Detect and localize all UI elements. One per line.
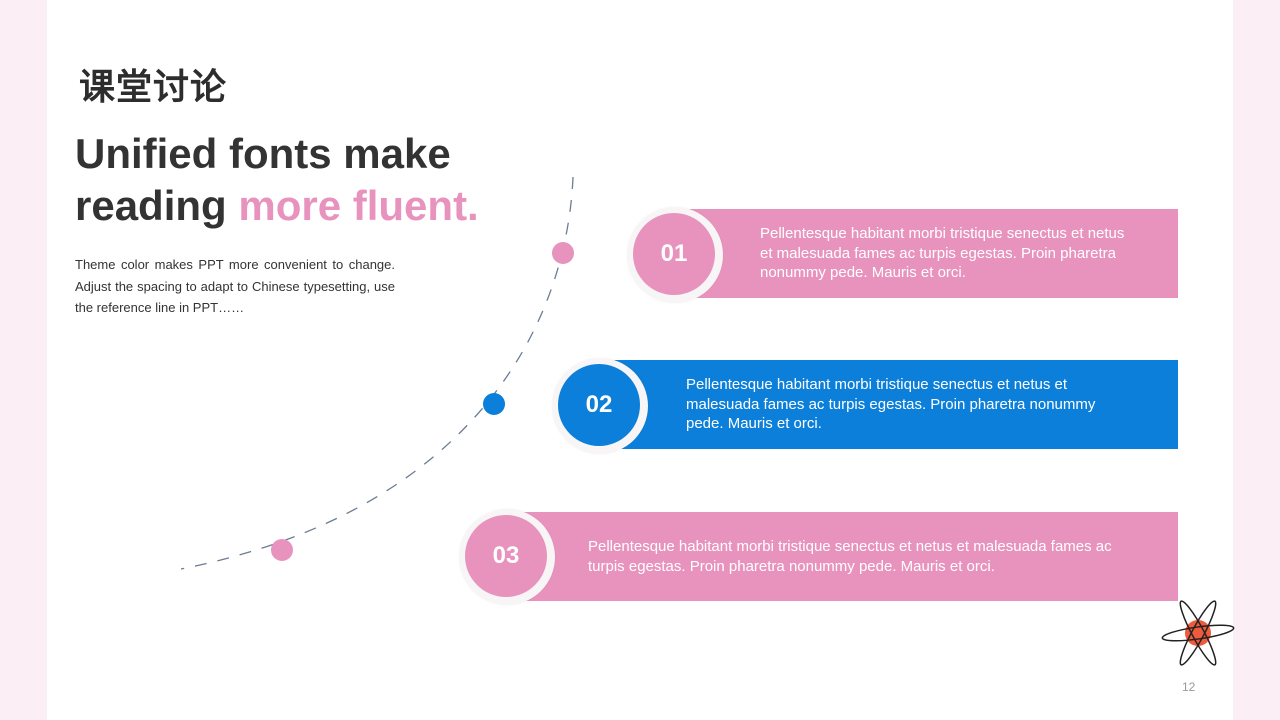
- description: Theme color makes PPT more convenient to…: [75, 257, 395, 315]
- headline: Unified fonts make reading more fluent.: [75, 128, 545, 232]
- item-badge-1: 01: [627, 207, 723, 303]
- item-band-1: Pellentesque habitant morbi tristique se…: [687, 209, 1178, 298]
- section-title: 课堂讨论: [79, 67, 228, 108]
- item-number-1: 01: [633, 213, 715, 295]
- item-text-2: Pellentesque habitant morbi tristique se…: [686, 376, 1096, 433]
- timeline-curve: [180, 176, 574, 570]
- headline-text: Unified fonts make reading: [75, 130, 451, 229]
- slide: 课堂讨论 Unified fonts make reading more flu…: [47, 0, 1235, 720]
- atom-core: [1185, 620, 1211, 646]
- dashed-curve: [180, 176, 574, 570]
- curve-dot-1: [552, 242, 574, 264]
- item-number-2: 02: [558, 364, 640, 446]
- item-badge-3: 03: [459, 509, 555, 605]
- item-band-2: Pellentesque habitant morbi tristique se…: [613, 360, 1178, 449]
- headline-accent: more fluent.: [238, 182, 479, 229]
- atom-icon: [1161, 600, 1235, 666]
- curve-dot-3: [271, 539, 293, 561]
- item-badge-2: 02: [552, 358, 648, 454]
- item-text-3: Pellentesque habitant morbi tristique se…: [588, 538, 1112, 575]
- curve-dot-2: [483, 393, 505, 415]
- item-number-3: 03: [465, 515, 547, 597]
- item-band-3: Pellentesque habitant morbi tristique se…: [514, 512, 1178, 601]
- page-number: 12: [1182, 680, 1196, 694]
- item-text-1: Pellentesque habitant morbi tristique se…: [760, 225, 1125, 282]
